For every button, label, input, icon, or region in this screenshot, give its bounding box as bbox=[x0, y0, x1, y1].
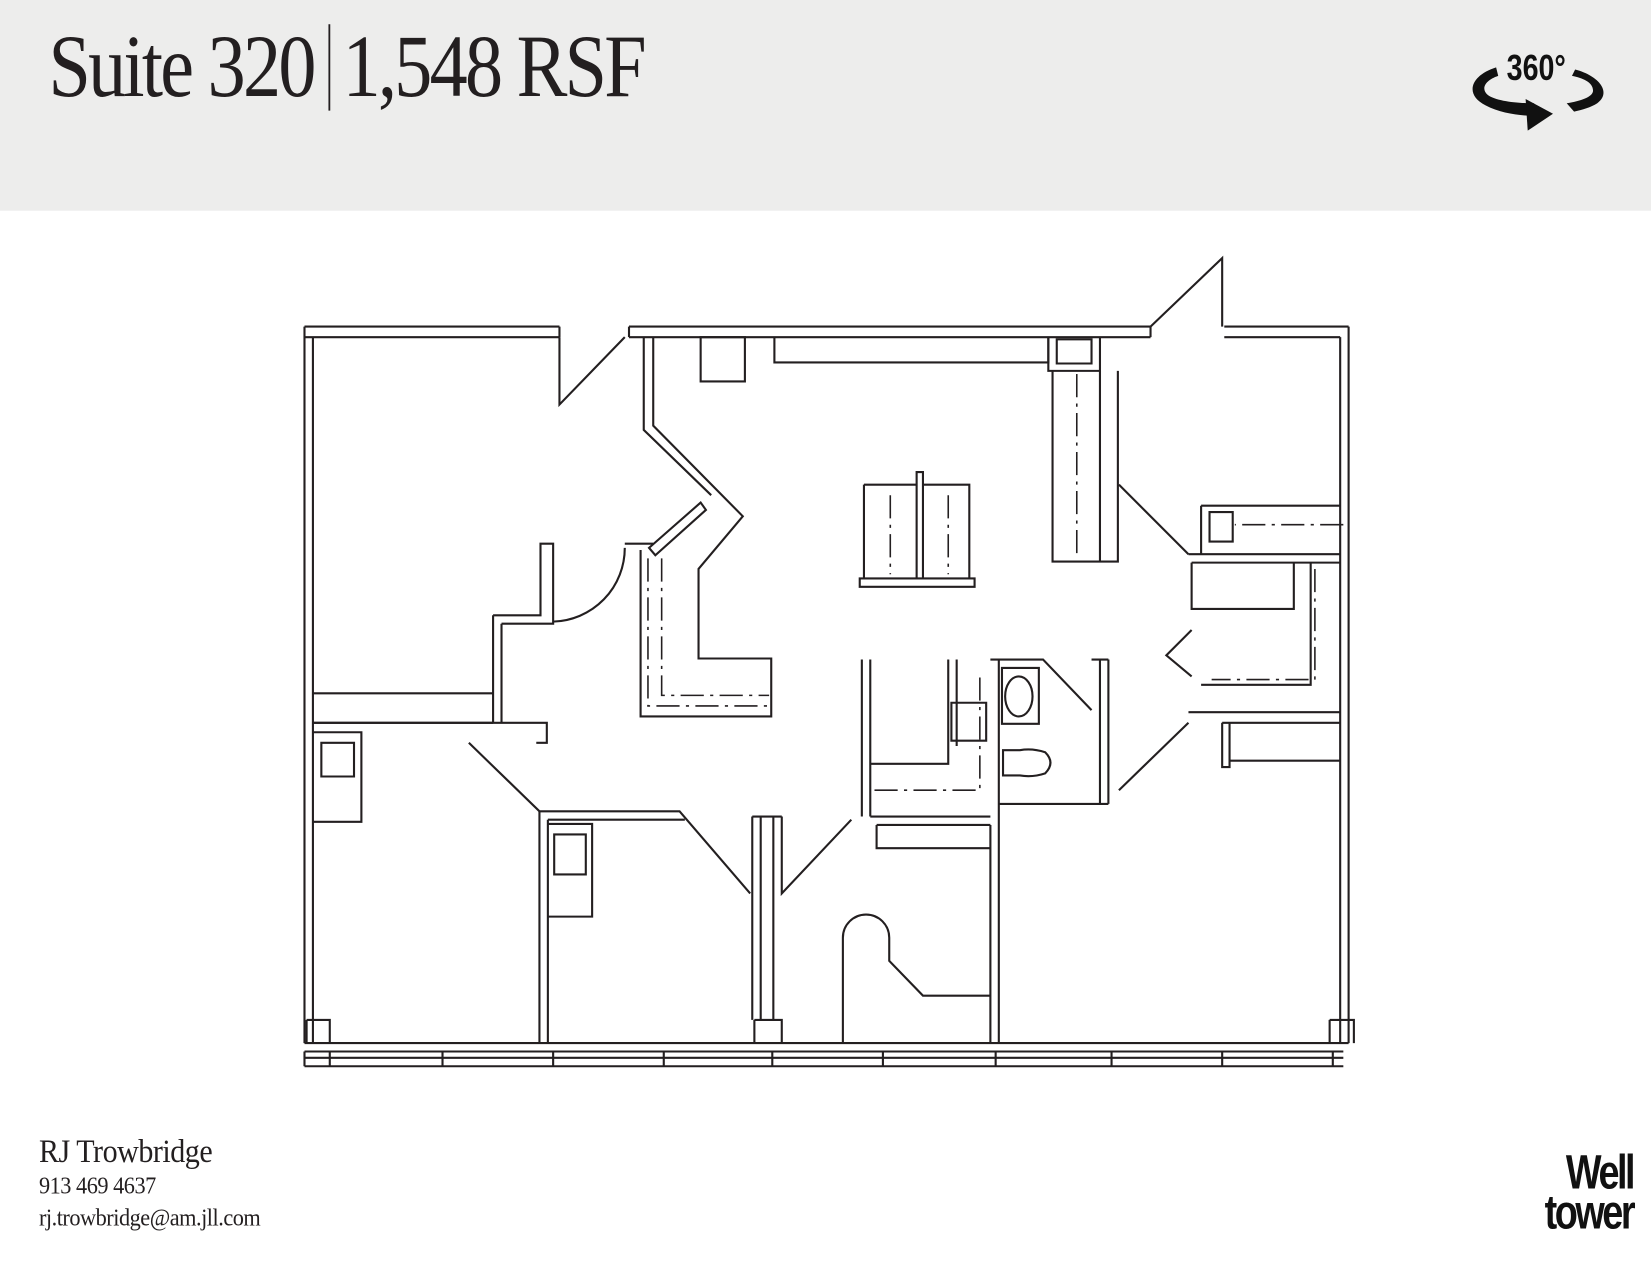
casework-line bbox=[647, 558, 770, 707]
wall-segment bbox=[1201, 562, 1312, 686]
wall-segment bbox=[1208, 510, 1234, 543]
wall-segment bbox=[304, 325, 561, 339]
wall-segment bbox=[1224, 325, 1349, 339]
wall-segment bbox=[990, 658, 1093, 817]
wall-segment bbox=[553, 542, 654, 623]
wall-segment bbox=[870, 659, 958, 765]
wall-segment bbox=[1118, 483, 1341, 556]
wall-segment bbox=[1091, 658, 1110, 804]
wall-segment bbox=[627, 325, 1152, 339]
wall-segment bbox=[989, 816, 1000, 1044]
360-rotation-icon[interactable]: 360° bbox=[1465, 40, 1618, 135]
wall-segment bbox=[875, 823, 991, 850]
logo-line-2: tower bbox=[1544, 1184, 1636, 1240]
360-label: 360° bbox=[1507, 48, 1566, 88]
casework-line bbox=[1211, 568, 1316, 681]
wall-segment bbox=[1188, 711, 1341, 769]
wall-segment bbox=[751, 815, 853, 1020]
wall-segment bbox=[841, 913, 991, 1044]
contact-phone[interactable]: 913 469 4637 bbox=[38, 1172, 156, 1199]
wall-segment bbox=[860, 659, 872, 817]
toilet-icon bbox=[1001, 748, 1052, 778]
wall-segment bbox=[1118, 722, 1190, 791]
wall-segment bbox=[312, 721, 548, 744]
wall-segment bbox=[639, 337, 773, 718]
wall-segment bbox=[538, 811, 685, 1044]
contact-block: RJ Trowbridge 913 469 4637 rj.trowbridge… bbox=[39, 1133, 280, 1234]
wall-segment bbox=[312, 542, 555, 724]
sink-icon bbox=[1004, 675, 1034, 718]
logo-line-1: Well bbox=[1565, 1144, 1636, 1199]
contact-name: RJ Trowbridge bbox=[38, 1132, 213, 1170]
casework-line bbox=[660, 558, 770, 697]
wall-segment bbox=[1339, 326, 1350, 1044]
floor-plan bbox=[303, 255, 1355, 1068]
wall-segment bbox=[1190, 561, 1341, 611]
wall-segment bbox=[647, 501, 708, 557]
wall-segment bbox=[1000, 666, 1040, 725]
wall-segment bbox=[303, 326, 314, 1044]
wall-segment bbox=[858, 470, 976, 588]
wall-segment bbox=[558, 336, 626, 408]
wall-segment bbox=[1051, 370, 1119, 563]
wall-segment bbox=[547, 822, 594, 918]
wall-segment bbox=[950, 701, 988, 742]
wall-segment bbox=[1149, 255, 1224, 328]
suite-number: Suite 320 bbox=[48, 17, 316, 116]
wall-segment bbox=[1164, 629, 1193, 678]
title-divider bbox=[328, 24, 330, 111]
wall-segment bbox=[304, 1042, 1349, 1068]
wall-segment bbox=[312, 731, 363, 823]
casework-line bbox=[874, 674, 981, 791]
suite-area: 1,548 RSF bbox=[342, 17, 647, 116]
wall-segment bbox=[773, 337, 1050, 364]
wall-segment bbox=[305, 1018, 1355, 1044]
wall-segment bbox=[468, 742, 751, 895]
contact-email[interactable]: rj.trowbridge@am.jll.com bbox=[38, 1204, 261, 1231]
wall-segment bbox=[699, 336, 746, 383]
wall-segment bbox=[1047, 337, 1102, 372]
welltower-logo: Well tower bbox=[1526, 1144, 1636, 1240]
